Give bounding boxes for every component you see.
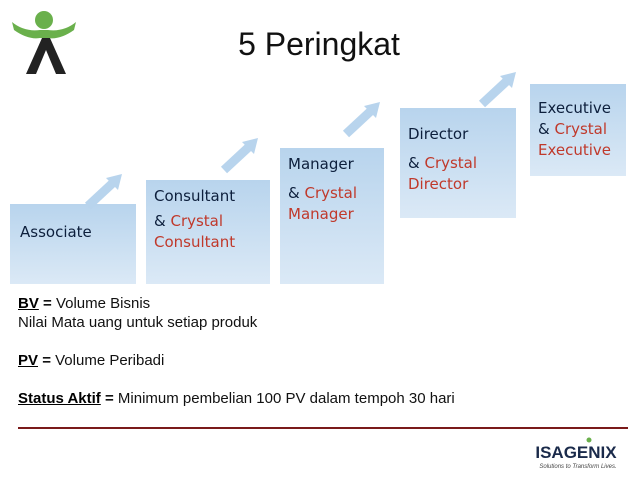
rank-name: Executive [538, 99, 612, 117]
brand-tagline: Solutions to Transform Lives. [539, 464, 616, 470]
step-director [400, 108, 516, 218]
isagenix-logo: ISAGENIX Solutions to Transform Lives. [526, 436, 626, 477]
step-arrow-icon [478, 72, 516, 108]
bv-description: Nilai Mata uang untuk setiap produk [18, 314, 258, 331]
crystal-rank: & Crystal Executive [538, 120, 612, 159]
rank-name: Associate [20, 223, 92, 241]
crystal-rank: & Crystal Consultant [154, 212, 236, 251]
company-logo-icon [4, 8, 84, 83]
step-manager [280, 148, 384, 284]
step-label-executive: Executive & Crystal Executive [538, 98, 622, 161]
step-label-consultant: Consultant & Crystal Consultant [154, 186, 254, 253]
step-label-director: Director & Crystal Director [408, 124, 492, 195]
bv-definition: BV = Volume Bisnis [18, 295, 151, 312]
crystal-rank: & Crystal Manager [288, 184, 358, 223]
step-consultant [146, 180, 270, 284]
rank-name: Consultant [154, 187, 236, 205]
rank-name: Director [408, 125, 469, 143]
brand-dot-icon [586, 437, 592, 443]
step-arrow-icon [84, 174, 122, 210]
status-aktif-definition: Status Aktif = Minimum pembelian 100 PV … [18, 390, 455, 407]
step-associate [10, 204, 136, 284]
definitions: BV = Volume Bisnis Nilai Mata uang untuk… [18, 294, 455, 408]
step-arrow-icon [342, 102, 380, 138]
pv-definition: PV = Volume Peribadi [18, 352, 165, 369]
step-executive [530, 84, 626, 176]
footer-divider [18, 427, 628, 429]
step-arrow-icon [220, 138, 258, 174]
brand-name: ISAGENIX [535, 443, 617, 462]
step-label-manager: Manager & Crystal Manager [288, 154, 368, 225]
step-label-associate: Associate [20, 222, 92, 243]
rank-name: Manager [288, 155, 354, 173]
page-title: 5 Peringkat [238, 26, 400, 62]
crystal-rank: & Crystal Director [408, 154, 478, 193]
